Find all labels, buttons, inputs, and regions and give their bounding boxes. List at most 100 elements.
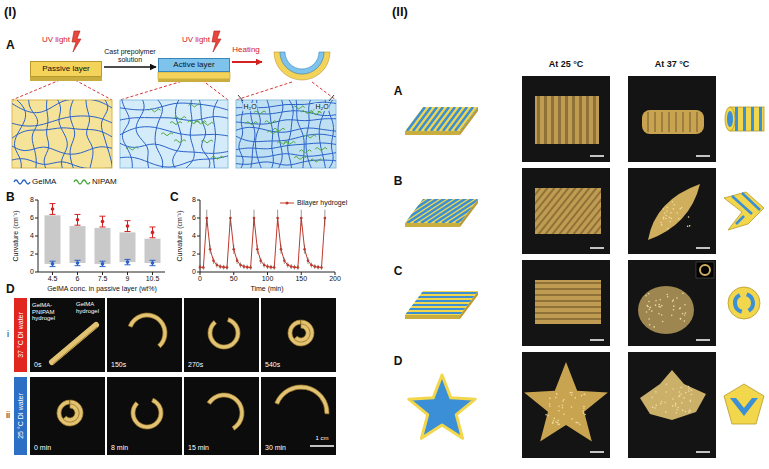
nipam-chain xyxy=(273,128,285,131)
texture-dot xyxy=(690,401,692,403)
print-stripe xyxy=(682,112,684,132)
error-bar xyxy=(210,245,211,254)
roll-stripe xyxy=(733,293,742,313)
gelma-chain xyxy=(29,100,38,168)
texture-dot xyxy=(679,307,681,309)
error-bar xyxy=(287,262,288,267)
zoom-guide xyxy=(236,82,292,100)
tick-mark xyxy=(52,272,53,275)
texture-dot xyxy=(547,415,549,417)
gelma-legend-sample xyxy=(14,180,30,184)
uv-bolt xyxy=(212,31,221,52)
texture-dot xyxy=(679,395,681,397)
error-bar xyxy=(213,258,214,264)
photo-frame xyxy=(522,260,610,346)
texture-dot xyxy=(654,407,656,409)
range-bar xyxy=(45,215,61,264)
print-stripe xyxy=(661,112,663,132)
print-stripe xyxy=(565,188,601,234)
data-point xyxy=(300,217,303,220)
print-stripe xyxy=(535,318,601,320)
texture-dot xyxy=(647,306,649,308)
texture-dot xyxy=(575,422,577,424)
texture-dot xyxy=(672,201,674,203)
curling-strip xyxy=(128,313,167,348)
tube-stripe xyxy=(751,107,754,131)
photo-frame xyxy=(30,298,105,372)
print-stripe xyxy=(647,112,649,132)
scale-bar xyxy=(310,445,334,447)
texture-dot xyxy=(563,413,565,415)
texture-dot xyxy=(658,306,660,308)
texture-dot xyxy=(666,210,668,212)
texture-dot xyxy=(663,216,665,218)
texture-dot xyxy=(558,405,560,407)
error-bar xyxy=(264,262,265,267)
tick-mark xyxy=(35,272,38,273)
photo-frame xyxy=(522,76,610,162)
water-label: H₂O xyxy=(314,103,329,111)
photo-frame xyxy=(107,298,182,372)
data-point xyxy=(307,260,310,263)
photo-frame xyxy=(107,377,182,455)
texture-dot xyxy=(679,208,681,210)
line-chart xyxy=(197,200,335,275)
twisted-sheet xyxy=(648,184,700,240)
tick-mark xyxy=(127,272,128,275)
print-stripe xyxy=(696,112,698,132)
slab-side xyxy=(30,77,102,81)
edge-label: Cast prepolymer solution xyxy=(103,48,157,64)
data-point xyxy=(297,266,300,269)
scale-bar xyxy=(590,247,604,249)
error-bar xyxy=(254,210,255,227)
nipam-chain xyxy=(202,122,214,125)
nipam-chain xyxy=(267,131,279,134)
gelma-chain xyxy=(12,143,112,154)
stripe-pattern xyxy=(400,293,480,313)
texture-dot xyxy=(574,397,576,399)
tick-label: 0 xyxy=(198,275,202,283)
data-point xyxy=(313,265,316,268)
stripe-pattern xyxy=(407,107,479,131)
active-stripe xyxy=(463,197,503,223)
print-stripe xyxy=(675,112,677,132)
time-label: 0 min xyxy=(34,444,51,452)
data-point xyxy=(151,261,155,265)
bent-passive-layer xyxy=(274,52,330,80)
error-bar xyxy=(284,258,285,264)
active-stripe xyxy=(461,107,479,131)
polymer-network xyxy=(12,100,112,168)
active-stripe xyxy=(400,292,480,294)
active-stripe xyxy=(400,304,480,306)
data-point xyxy=(229,217,232,220)
error-bar xyxy=(200,265,201,270)
uncurling-strip xyxy=(207,393,244,430)
data-point xyxy=(151,231,155,235)
texture-dot xyxy=(673,208,675,210)
tick-label: 2 xyxy=(192,250,196,258)
data-point xyxy=(270,266,273,269)
print-stripe xyxy=(535,282,601,284)
tick-mark xyxy=(152,272,153,275)
texture-dot xyxy=(665,218,667,220)
texture-dot xyxy=(584,414,586,416)
error-bar xyxy=(257,245,258,254)
nipam-chain xyxy=(254,111,266,114)
data-point xyxy=(256,248,259,251)
curling-strip xyxy=(208,318,240,349)
data-point xyxy=(320,266,323,269)
tick-mark xyxy=(35,200,38,201)
texture-dot xyxy=(684,320,686,322)
texture-dot xyxy=(583,408,585,410)
texture-dot xyxy=(583,394,585,396)
legend-text: GelMA xyxy=(32,177,56,186)
panel-label: A xyxy=(394,85,403,99)
error-bar xyxy=(150,260,156,265)
shape-morphing-panel xyxy=(372,76,764,458)
texture-dot xyxy=(685,392,687,394)
active-stripe xyxy=(477,197,517,223)
data-point xyxy=(76,261,80,265)
texture-dot xyxy=(661,224,663,226)
column-header: At 37 °C xyxy=(655,59,690,69)
nipam-legend-sample xyxy=(74,180,90,184)
